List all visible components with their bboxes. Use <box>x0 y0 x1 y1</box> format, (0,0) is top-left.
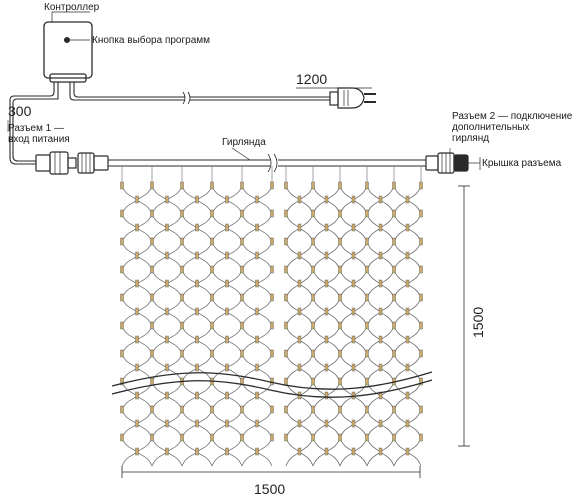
connector-1-label-line2: вход питания <box>8 134 70 145</box>
lead-length-value: 300 <box>8 103 32 119</box>
connector-1-label-line1: Разъем 1 — <box>8 123 64 134</box>
diagram-canvas: Контроллер Кнопка выбора программ Разъем… <box>7 2 572 497</box>
cable-length-value: 1200 <box>296 71 328 87</box>
cap-label: Крышка разъема <box>482 158 562 169</box>
connector-2-label-line2: дополнительных <box>452 122 530 133</box>
connector-2 <box>425 148 481 174</box>
net-width-value: 1500 <box>254 481 286 497</box>
connector-cap <box>453 154 469 172</box>
garland-label: Гирлянда <box>222 137 266 148</box>
net-break <box>111 371 433 398</box>
connector-1 <box>35 151 109 175</box>
dimension-lines <box>121 185 470 478</box>
program-button-icon <box>63 36 71 44</box>
power-cable <box>69 82 330 105</box>
garland-wire <box>108 147 426 173</box>
net-height-value: 1500 <box>470 306 486 338</box>
connector-2-label-line1: Разъем 2 — подключение <box>452 111 572 122</box>
garland-drawing <box>7 11 481 478</box>
controller-label: Контроллер <box>44 2 100 13</box>
power-plug <box>329 87 376 109</box>
program-button-label: Кнопка выбора программ <box>92 35 211 46</box>
connector-2-label-line3: гирлянд <box>452 133 490 144</box>
led-net <box>120 166 423 467</box>
controller-box <box>43 11 93 83</box>
lead-cable <box>7 82 59 165</box>
